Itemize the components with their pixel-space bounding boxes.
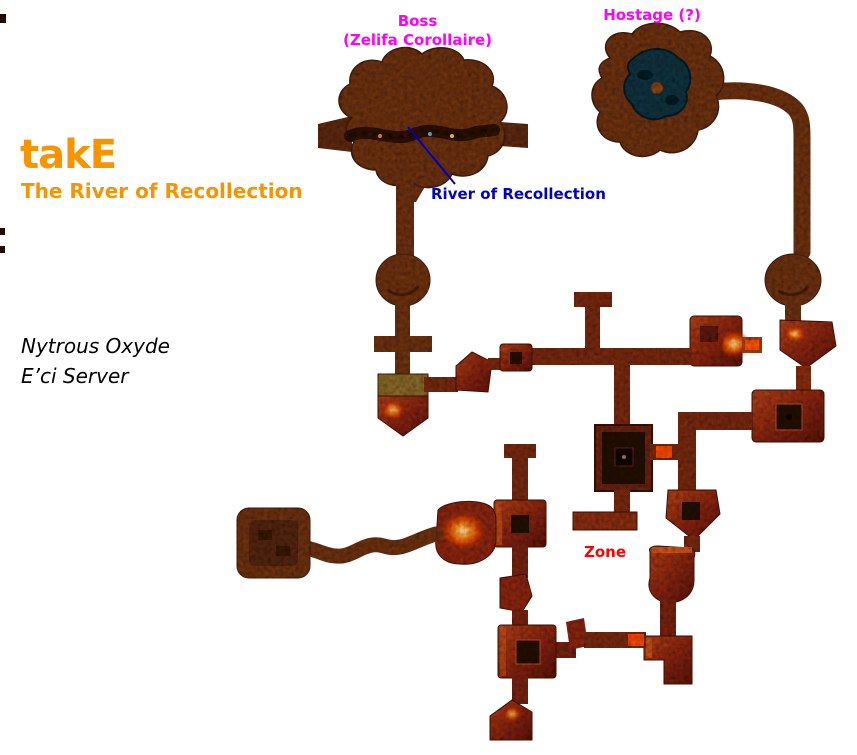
torch-glow [502, 706, 522, 722]
left-wing [374, 180, 533, 437]
hostage-island [650, 81, 664, 95]
boss-room [318, 46, 528, 202]
hostage-label: Hostage (?) [603, 6, 701, 24]
boss-label: Boss (Zelifa Corollaire) [330, 12, 505, 50]
right-wing [643, 253, 837, 685]
orange-door [628, 634, 644, 646]
edge-fragments [0, 14, 6, 253]
fire-glow [439, 511, 487, 551]
boss-label-line1: Boss [397, 12, 438, 30]
river-of-recollection [344, 124, 500, 144]
credits-server: E’ci Server [21, 364, 129, 388]
river-pointer-line [407, 126, 456, 185]
zone-label: Zone [584, 543, 627, 561]
credits-block: Nytrous Oxyde E’ci Server [21, 331, 170, 391]
credits-author: Nytrous Oxyde [21, 334, 170, 358]
map-body [0, 14, 837, 741]
page-title: takE [20, 132, 117, 178]
zone-exit [572, 511, 638, 531]
boss-label-line2: (Zelifa Corollaire) [342, 31, 493, 49]
bottom-wing [236, 444, 557, 741]
page-subtitle: The River of Recollection [21, 179, 303, 203]
hostage-room [591, 22, 811, 261]
orange-door [656, 446, 672, 458]
central-area [530, 292, 692, 658]
torch-glow [381, 400, 405, 420]
river-of-recollection-label: River of Recollection [431, 185, 606, 203]
orange-door [745, 340, 759, 350]
